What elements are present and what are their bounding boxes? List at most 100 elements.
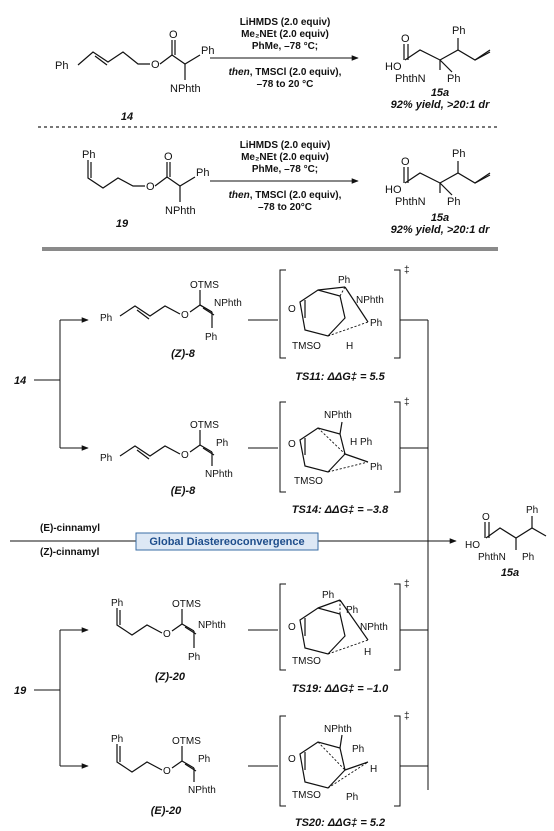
start-19-label: 19 xyxy=(14,685,27,697)
nphth-label: NPhth xyxy=(324,724,352,735)
product-15a-structure xyxy=(403,38,491,73)
ph-label: Ph xyxy=(370,318,382,329)
carbonyl-o-label: O xyxy=(482,512,490,523)
carbonyl-o-label: O xyxy=(164,151,173,163)
intermediate-e8-structure xyxy=(119,430,215,466)
o-label: O xyxy=(151,59,160,71)
o-label: O xyxy=(288,304,296,315)
ho-label: HO xyxy=(465,540,480,551)
carbonyl-o-label: O xyxy=(169,29,178,41)
conditions-line-1: LiHMDS (2.0 equiv) xyxy=(240,17,331,28)
conditions-line-4: then, TMSCl (2.0 equiv), xyxy=(229,190,342,201)
ph-label: Ph xyxy=(188,652,200,663)
tmso-label: TMSO xyxy=(294,476,323,487)
ph-label: Ph xyxy=(322,590,334,601)
nphth-label: NPhth xyxy=(214,298,242,309)
intermediate-e20-structure xyxy=(116,744,197,782)
ph-label: Ph xyxy=(522,552,534,563)
conditions-after-1: , TMSCl (2.0 equiv), xyxy=(250,67,342,78)
otms-label: OTMS xyxy=(190,420,219,431)
product-15a-label: 15a xyxy=(431,87,449,99)
nphth-label: NPhth xyxy=(205,469,233,480)
intermediate-z20-structure xyxy=(116,608,197,648)
ts20-value: 5.2 xyxy=(370,817,385,829)
ph-label: Ph xyxy=(452,148,465,160)
nphth-label: NPhth xyxy=(198,620,226,631)
h-label: H xyxy=(350,437,357,448)
ph-label: Ph xyxy=(198,754,210,765)
ph-label: Ph xyxy=(196,167,209,179)
ts19-name: TS19 xyxy=(292,683,319,695)
o-label: O xyxy=(163,766,171,777)
otms-label: OTMS xyxy=(172,599,201,610)
ph-label: Ph xyxy=(447,196,460,208)
product-15a-label: 15a xyxy=(431,212,449,224)
o-label: O xyxy=(146,181,155,193)
ts20-energy: TS20: ΔΔG‡ = 5.2 xyxy=(295,817,385,829)
ts11-structure xyxy=(279,269,401,359)
conditions-line-3: PhMe, –78 °C; xyxy=(252,41,318,52)
mechanism-lower: 19 Ph O OTMS NPhth Ph (Z)-20 xyxy=(14,579,428,829)
substrate-19-structure xyxy=(87,160,196,202)
ph-label: Ph xyxy=(100,453,112,464)
dagger: ‡ xyxy=(404,579,410,590)
phthn-label: PhthN xyxy=(478,552,506,563)
o-label: O xyxy=(288,754,296,765)
product-15a-structure xyxy=(403,161,491,196)
conditions-line-5: –78 to 20°C xyxy=(258,202,312,213)
tmso-label: TMSO xyxy=(292,341,321,352)
nphth-label: NPhth xyxy=(170,83,201,95)
ph-label: Ph xyxy=(111,734,123,745)
conditions-after-1: , TMSCl (2.0 equiv), xyxy=(250,190,342,201)
o-label: O xyxy=(288,622,296,633)
result-1: 92% yield, >20:1 dr xyxy=(391,99,490,111)
z-cinnamyl-label: (Z)-cinnamyl xyxy=(40,547,100,558)
ts11-name: TS11 xyxy=(295,371,320,383)
ddg-label: : ΔΔG‡ = xyxy=(321,817,370,829)
otms-label: OTMS xyxy=(190,280,219,291)
ho-label: HO xyxy=(385,61,402,73)
o-label: O xyxy=(288,439,296,450)
intermediate-e20-label: (E)-20 xyxy=(151,805,182,817)
h-label: H xyxy=(346,341,353,352)
ts14-value: –3.8 xyxy=(367,504,389,516)
conditions-line-2: Me₂NEt (2.0 equiv) xyxy=(241,29,329,40)
then-word: then xyxy=(229,67,250,78)
convergence-banner xyxy=(135,532,319,551)
nphth-label: NPhth xyxy=(360,622,388,633)
then-word: then xyxy=(229,190,250,201)
otms-label: OTMS xyxy=(172,736,201,747)
ts20-name: TS20 xyxy=(295,817,322,829)
ph-label: Ph xyxy=(205,332,217,343)
final-product-label: 15a xyxy=(501,567,519,579)
reaction-2: Ph O O Ph NPhth 19 LiHMDS (2.0 equiv) Me… xyxy=(82,140,491,236)
conditions-line-5: –78 to 20 °C xyxy=(257,79,314,90)
ph-label: Ph xyxy=(346,605,358,616)
ph-label: Ph xyxy=(370,462,382,473)
dagger: ‡ xyxy=(404,265,410,276)
start-14-label: 14 xyxy=(14,375,26,387)
conditions-line-2: Me₂NEt (2.0 equiv) xyxy=(241,152,329,163)
h-label: H xyxy=(370,764,377,775)
ddg-label: : ΔΔG‡ = xyxy=(318,683,367,695)
ts19-value: –1.0 xyxy=(367,683,389,695)
tmso-label: TMSO xyxy=(292,656,321,667)
ph-label: Ph xyxy=(82,149,95,161)
ts14-energy: TS14: ΔΔG‡ = –3.8 xyxy=(292,504,389,516)
o-label: O xyxy=(163,629,171,640)
ho-label: HO xyxy=(385,184,402,196)
ddg-label: : ΔΔG‡ = xyxy=(321,371,370,383)
ddg-label: : ΔΔG‡ = xyxy=(318,504,367,516)
carbonyl-o-label: O xyxy=(401,33,410,45)
result-2: 92% yield, >20:1 dr xyxy=(391,224,490,236)
h-label: H xyxy=(364,647,371,658)
e-cinnamyl-label: (E)-cinnamyl xyxy=(40,523,100,534)
phthn-label: PhthN xyxy=(395,196,426,208)
substrate-14-label: 14 xyxy=(121,111,133,123)
ts20-structure xyxy=(279,715,401,807)
ts14-name: TS14 xyxy=(292,504,318,516)
ph-label: Ph xyxy=(526,505,538,516)
ph-label: Ph xyxy=(346,792,358,803)
dagger: ‡ xyxy=(404,711,410,722)
